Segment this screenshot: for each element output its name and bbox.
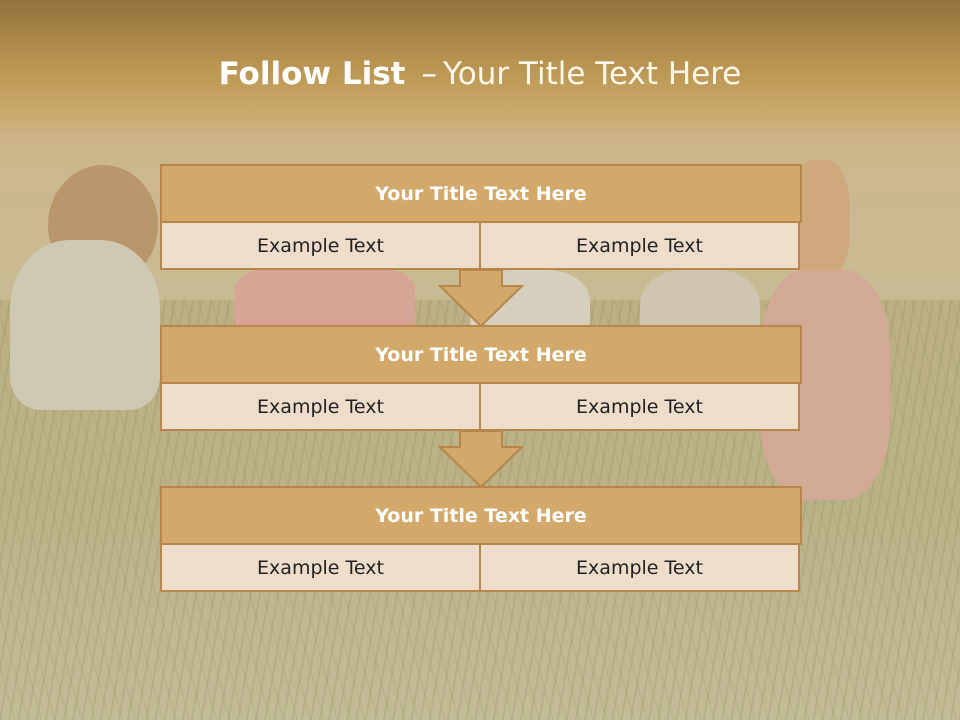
step-cell-left: Example Text [160, 543, 481, 592]
step-title: Your Title Text Here [160, 164, 802, 223]
step-cell-left: Example Text [160, 221, 481, 270]
down-arrow-icon [438, 269, 524, 328]
child-figure [10, 240, 160, 410]
slide-title-dash: – [421, 56, 437, 92]
down-arrow-icon [438, 430, 524, 489]
step-cell-right: Example Text [479, 221, 800, 270]
step-block: Your Title Text Here Example Text Exampl… [160, 486, 802, 592]
step-block: Your Title Text Here Example Text Exampl… [160, 325, 802, 431]
slide-title: Follow List–Your Title Text Here [0, 56, 960, 92]
step-title: Your Title Text Here [160, 486, 802, 545]
step-title: Your Title Text Here [160, 325, 802, 384]
step-cell-left: Example Text [160, 382, 481, 431]
slide-title-rest: Your Title Text Here [442, 56, 742, 92]
slide-title-bold: Follow List [218, 56, 406, 92]
step-cell-right: Example Text [479, 543, 800, 592]
title-band [0, 0, 960, 135]
step-block: Your Title Text Here Example Text Exampl… [160, 164, 802, 270]
step-cell-right: Example Text [479, 382, 800, 431]
